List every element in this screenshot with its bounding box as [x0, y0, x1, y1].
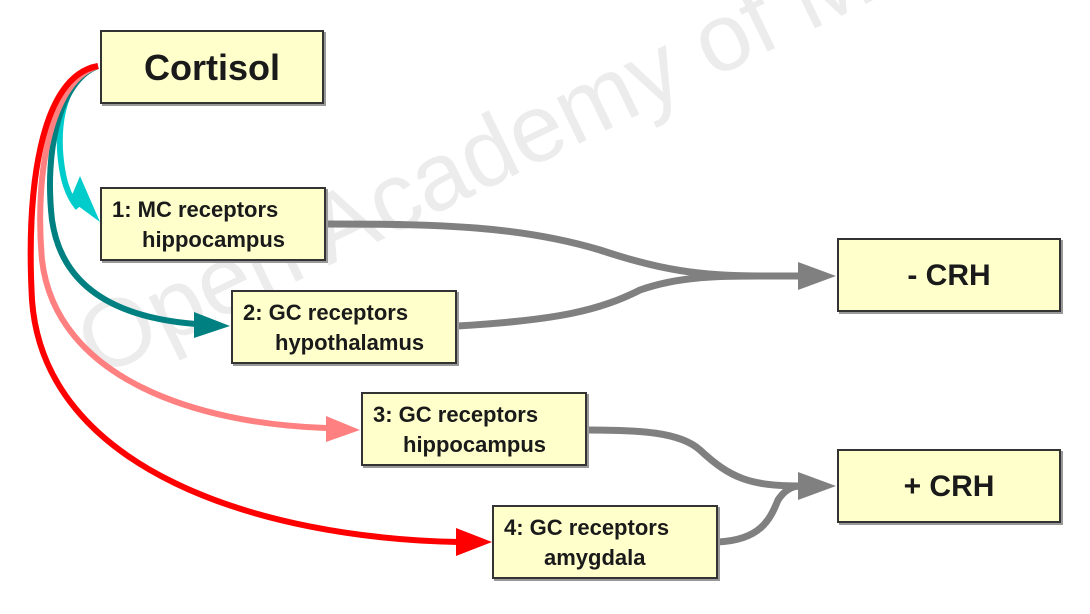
- edge-receptor4-to-crh-plus: [717, 482, 801, 546]
- node-cortisol: Cortisol: [100, 30, 324, 104]
- node-label-line2: amygdala: [544, 545, 646, 570]
- node-gc-receptors-hypothalamus: 2: GC receptors hypothalamus: [231, 290, 457, 364]
- node-label-line2: hypothalamus: [275, 330, 425, 355]
- node-label-line1: 1: MC receptors: [112, 197, 279, 222]
- edge-cortisol-to-receptor3: [37, 63, 327, 431]
- edge-cortisol-to-receptor4: [27, 63, 459, 545]
- edge-receptor2-to-crh-minus: [456, 272, 761, 330]
- node-crh-plus-label: + CRH: [903, 470, 995, 503]
- arrowhead-crh-plus: [798, 472, 836, 500]
- node-gc-receptors-amygdala: 4: GC receptors amygdala: [492, 505, 718, 579]
- node-label-line1: 2: GC receptors: [243, 300, 409, 325]
- arrowhead-receptor3: [326, 416, 360, 442]
- edge-receptor1-to-crh-minus: [325, 220, 761, 280]
- arrowhead-receptor2: [194, 312, 230, 338]
- node-crh-plus: + CRH: [837, 449, 1061, 523]
- edge-receptor3-to-crh-plus: [586, 426, 801, 490]
- node-crh-minus: - CRH: [837, 238, 1061, 312]
- node-mc-receptors-hippocampus: 1: MC receptors hippocampus: [100, 187, 326, 261]
- node-label-line1: 3: GC receptors: [373, 402, 539, 427]
- node-crh-minus-label: - CRH: [907, 259, 991, 292]
- arrowhead-receptor4: [456, 528, 492, 556]
- node-label-line2: hippocampus: [142, 227, 286, 252]
- node-label-line1: 4: GC receptors: [504, 515, 670, 540]
- node-cortisol-label: Cortisol: [143, 47, 280, 88]
- arrowhead-crh-minus: [798, 262, 836, 290]
- node-gc-receptors-hippocampus: 3: GC receptors hippocampus: [361, 392, 587, 466]
- arrowhead-receptor1: [70, 176, 100, 222]
- node-label-line2: hippocampus: [403, 432, 547, 457]
